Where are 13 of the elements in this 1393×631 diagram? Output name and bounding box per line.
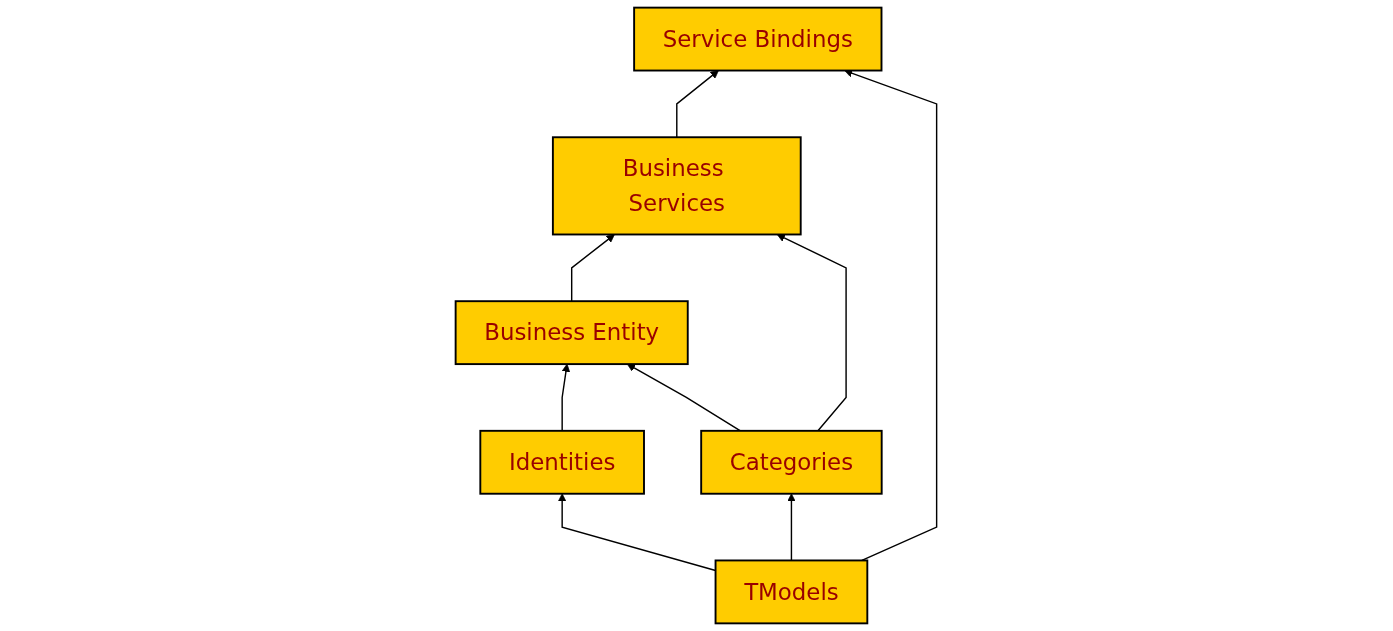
arrow: [561, 363, 571, 432]
arrow: [571, 234, 616, 302]
arrow: [787, 493, 796, 562]
arrow: [777, 234, 848, 432]
arrow: [627, 363, 742, 432]
node-box: Business Entity: [455, 300, 690, 366]
node-box: Categories: [700, 429, 883, 495]
node-box: Identities: [479, 429, 646, 495]
arrow: [844, 69, 938, 562]
node-box: Service Bindings: [633, 6, 883, 72]
arrow: [676, 70, 720, 138]
node-box: Business Services: [552, 136, 802, 236]
node-box: TModels: [714, 559, 869, 625]
